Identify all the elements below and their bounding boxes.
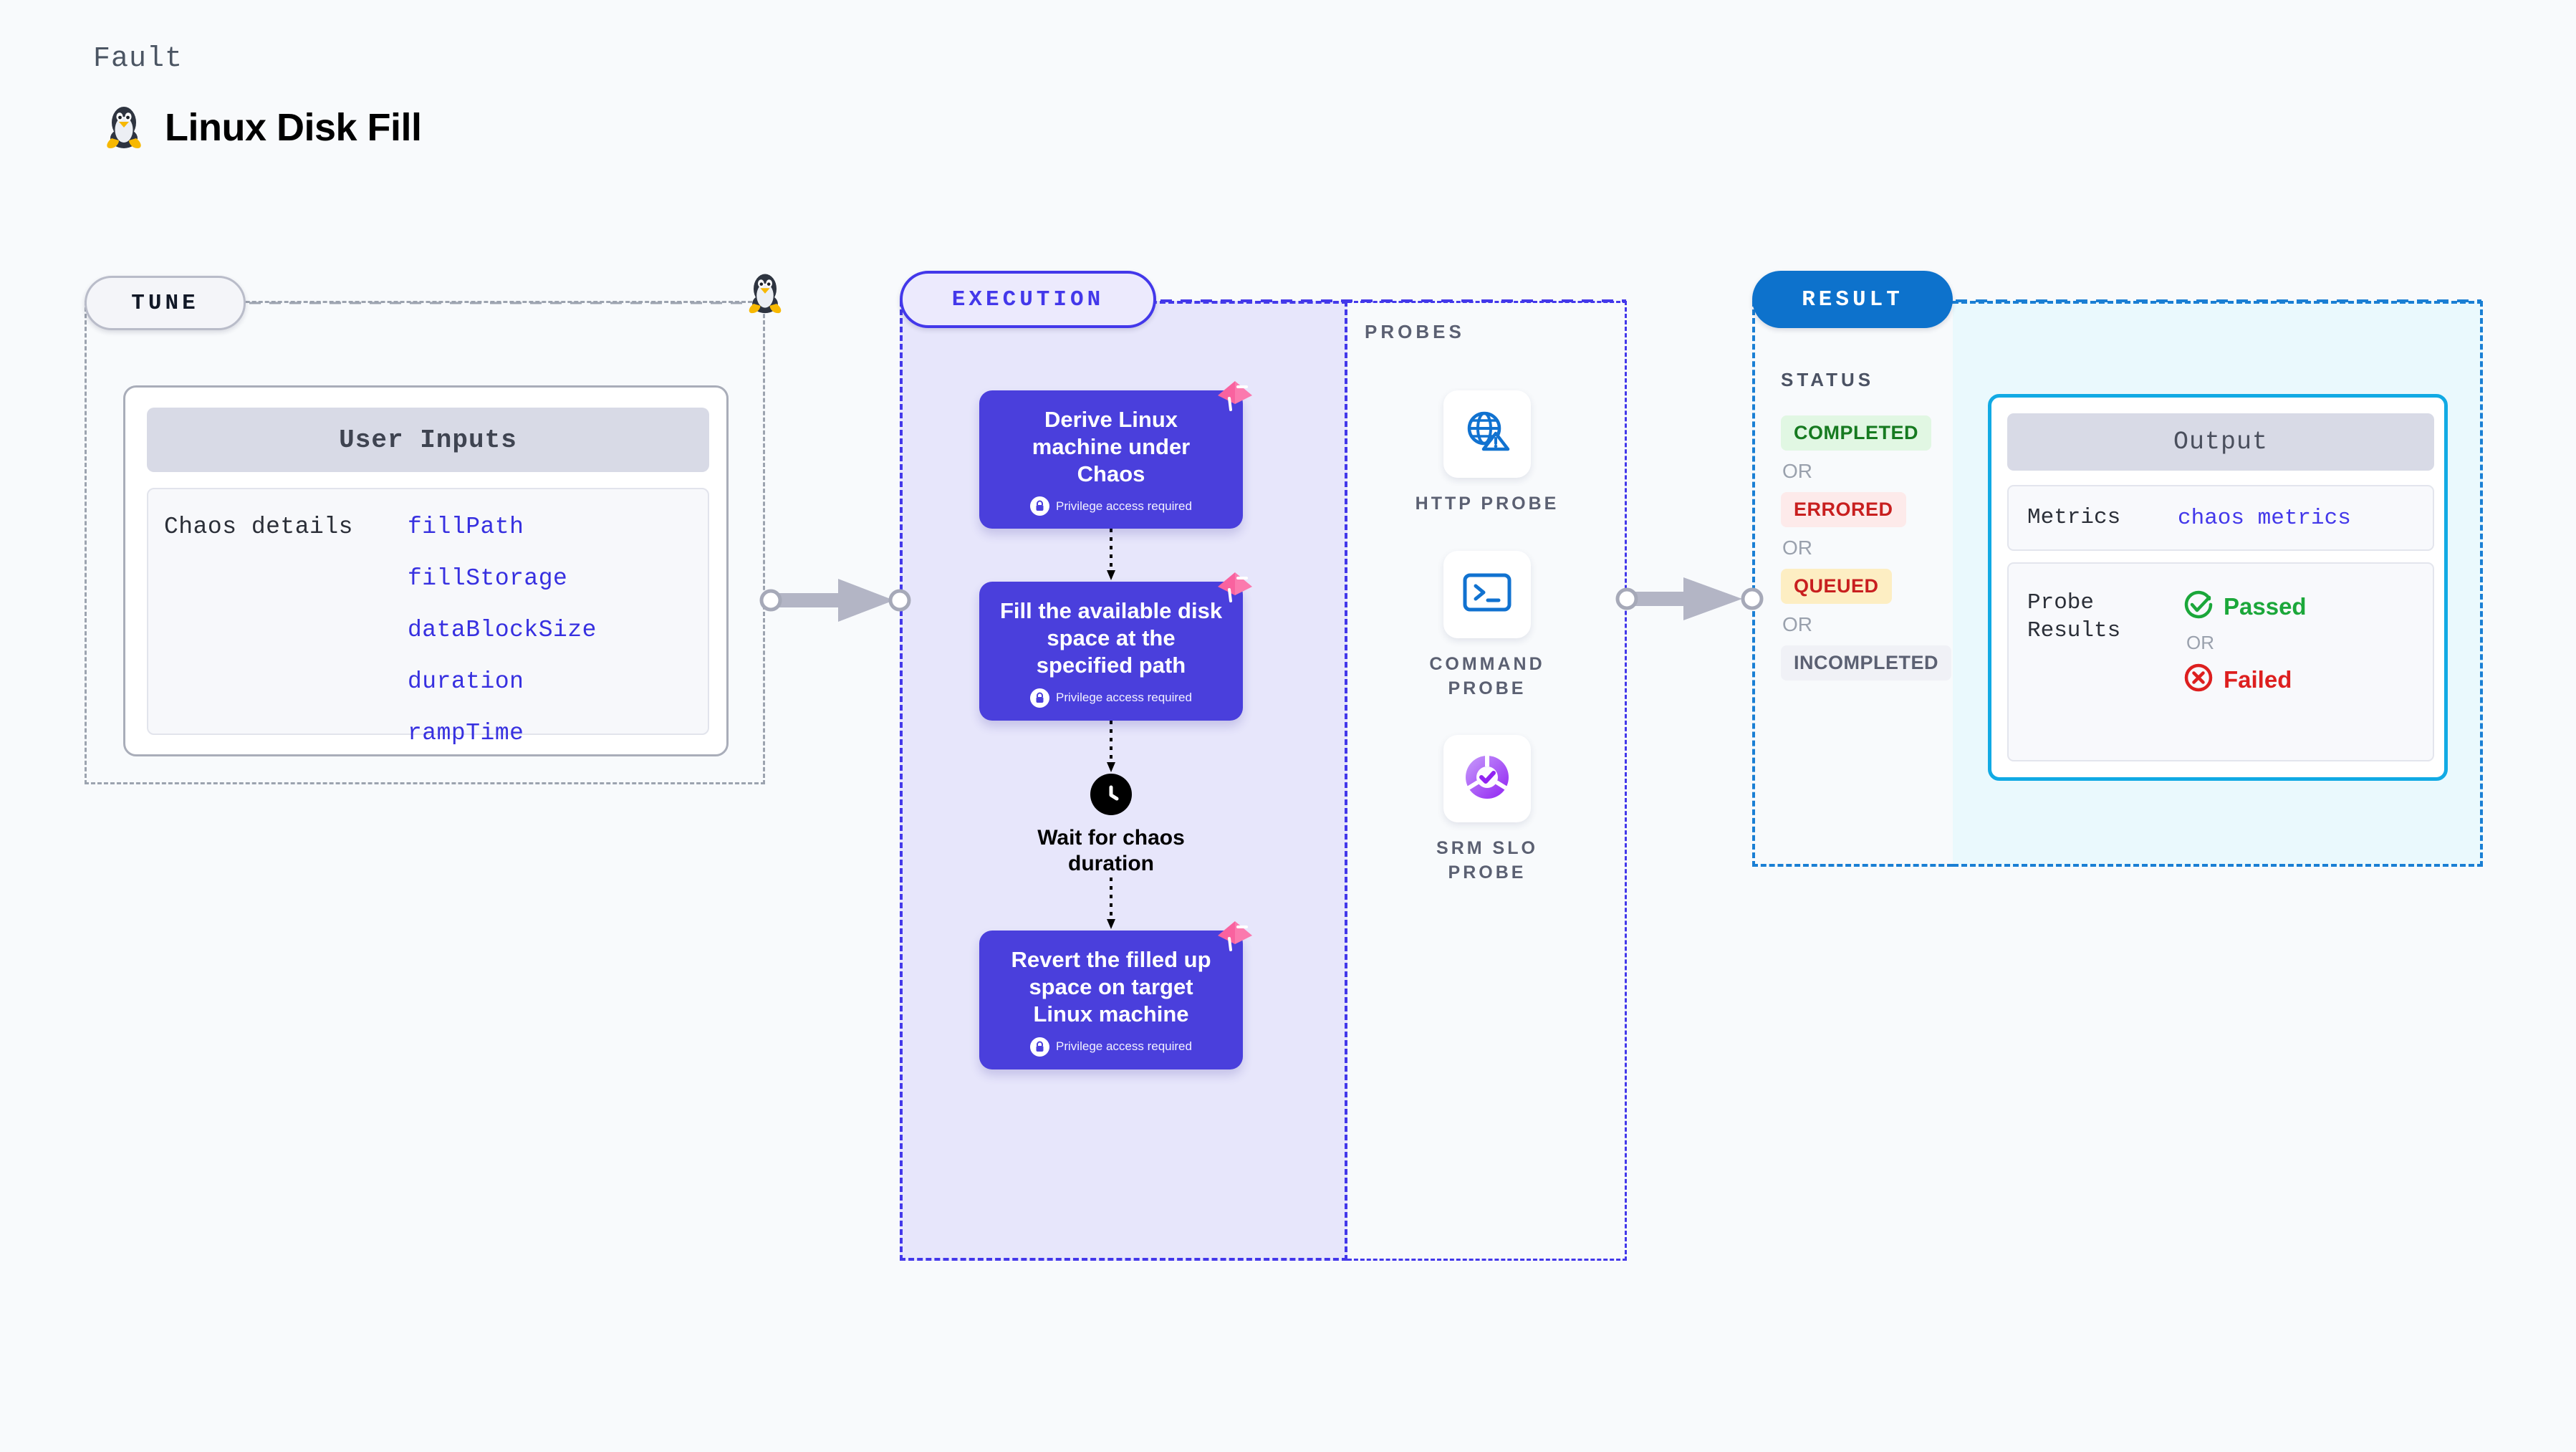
metrics-key: Metrics xyxy=(2027,504,2121,530)
privilege-note-text: Privilege access required xyxy=(1056,691,1192,705)
slo-donut-check-icon xyxy=(1461,751,1514,807)
failed-label: Failed xyxy=(2224,665,2292,693)
terminal-icon xyxy=(1462,572,1512,617)
step-connector-1 xyxy=(1105,529,1117,582)
probe-result-passed: Passed xyxy=(2183,590,2307,623)
step-title: Revert the filled up space on target Lin… xyxy=(1011,947,1211,1027)
step-connector-3 xyxy=(1105,878,1117,931)
status-list: COMPLETED OR ERRORED OR QUEUED OR INCOMP… xyxy=(1781,415,1952,681)
probe-label: COMMAND PROBE xyxy=(1429,653,1545,698)
probe-http[interactable]: HTTP PROBE xyxy=(1394,390,1580,516)
status-or-1: OR xyxy=(1782,460,1812,482)
probe-results-row: Probe Results Passed OR xyxy=(2007,562,2434,761)
globe-warning-icon xyxy=(1462,408,1512,461)
fault-kicker: Fault xyxy=(93,43,183,75)
probe-results-key: Probe Results xyxy=(2027,590,2121,643)
privilege-note: Privilege access required xyxy=(998,496,1224,516)
probe-label: SRM SLO PROBE xyxy=(1436,838,1538,883)
param-data-block-size[interactable]: dataBlockSize xyxy=(408,617,597,643)
privilege-note-text: Privilege access required xyxy=(1056,1039,1192,1053)
output-header: Output xyxy=(2007,413,2434,471)
chaos-params-list: fillPath fillStorage dataBlockSize durat… xyxy=(408,514,597,746)
passed-label: Passed xyxy=(2224,592,2307,620)
output-card: Output Metrics chaos metrics Probe Resul… xyxy=(1988,394,2448,781)
probe-card[interactable] xyxy=(1443,390,1531,478)
probe-label: HTTP PROBE xyxy=(1415,494,1559,514)
privilege-note: Privilege access required xyxy=(998,1037,1224,1057)
status-badge-queued: QUEUED xyxy=(1781,569,1892,604)
linux-penguin-icon xyxy=(103,101,145,153)
user-inputs-header: User Inputs xyxy=(147,408,709,472)
tune-user-inputs-card: User Inputs Chaos details fillPath fillS… xyxy=(123,385,729,756)
probe-srm-slo[interactable]: SRM SLO PROBE xyxy=(1394,735,1580,885)
metrics-value-link[interactable]: chaos metrics xyxy=(2178,505,2351,531)
step-connector-2 xyxy=(1105,720,1117,774)
arrow-tune-to-execution xyxy=(759,579,911,622)
status-or-2: OR xyxy=(1782,537,1812,559)
probe-card[interactable] xyxy=(1443,550,1531,638)
status-badge-errored: ERRORED xyxy=(1781,492,1906,527)
metrics-row: Metrics chaos metrics xyxy=(2007,485,2434,551)
clock-icon xyxy=(1090,773,1132,815)
x-circle-icon xyxy=(2183,663,2214,696)
step-title: Derive Linux machine under Chaos xyxy=(1032,407,1191,486)
probe-card[interactable] xyxy=(1443,735,1531,823)
user-inputs-body: Chaos details fillPath fillStorage dataB… xyxy=(147,488,709,746)
wait-label: Wait for chaos duration xyxy=(1037,825,1185,876)
arrow-probes-to-result xyxy=(1615,577,1764,620)
probe-results-or: OR xyxy=(2186,632,2214,653)
privilege-note-text: Privilege access required xyxy=(1056,499,1192,513)
param-ramp-time[interactable]: rampTime xyxy=(408,720,524,746)
param-fill-storage[interactable]: fillStorage xyxy=(408,565,568,592)
param-fill-path[interactable]: fillPath xyxy=(408,514,524,540)
execution-wait-step: Wait for chaos duration xyxy=(1018,773,1204,878)
execution-step-fill[interactable]: Fill the available disk space at the spe… xyxy=(979,572,1252,721)
page-title: Linux Disk Fill xyxy=(165,105,422,149)
result-badge[interactable]: RESULT xyxy=(1752,271,1953,328)
linux-penguin-icon xyxy=(745,269,785,318)
status-badge-incompleted: INCOMPLETED xyxy=(1781,645,1952,681)
lock-icon xyxy=(1030,496,1050,516)
probes-list: HTTP PROBE COMMAND PROBE xyxy=(1347,390,1627,885)
probes-label: PROBES xyxy=(1365,321,1465,342)
status-or-3: OR xyxy=(1782,613,1812,635)
param-duration[interactable]: duration xyxy=(408,668,524,695)
probe-results-values: Passed OR Failed xyxy=(2183,590,2307,760)
status-label: STATUS xyxy=(1781,369,1875,390)
privilege-note: Privilege access required xyxy=(998,688,1224,708)
status-badge-completed: COMPLETED xyxy=(1781,415,1932,451)
flag-icon xyxy=(1213,568,1255,610)
flag-icon xyxy=(1213,917,1255,958)
execution-steps-list: Derive Linux machine under Chaos Privile… xyxy=(979,381,1252,1069)
execution-badge[interactable]: EXECUTION xyxy=(900,271,1156,328)
fault-title-row: Linux Disk Fill xyxy=(103,101,422,153)
probe-command[interactable]: COMMAND PROBE xyxy=(1394,550,1580,701)
step-title: Fill the available disk space at the spe… xyxy=(999,598,1223,678)
check-circle-icon xyxy=(2183,590,2214,623)
lock-icon xyxy=(1030,1037,1050,1057)
execution-step-derive[interactable]: Derive Linux machine under Chaos Privile… xyxy=(979,381,1252,529)
page-header: Fault Linux Disk Fill xyxy=(93,43,422,153)
probe-result-failed: Failed xyxy=(2183,663,2307,696)
tune-badge[interactable]: TUNE xyxy=(85,276,246,330)
lock-icon xyxy=(1030,688,1050,708)
execution-step-revert[interactable]: Revert the filled up space on target Lin… xyxy=(979,921,1252,1069)
chaos-details-label: Chaos details xyxy=(164,514,353,540)
flag-icon xyxy=(1213,377,1255,418)
